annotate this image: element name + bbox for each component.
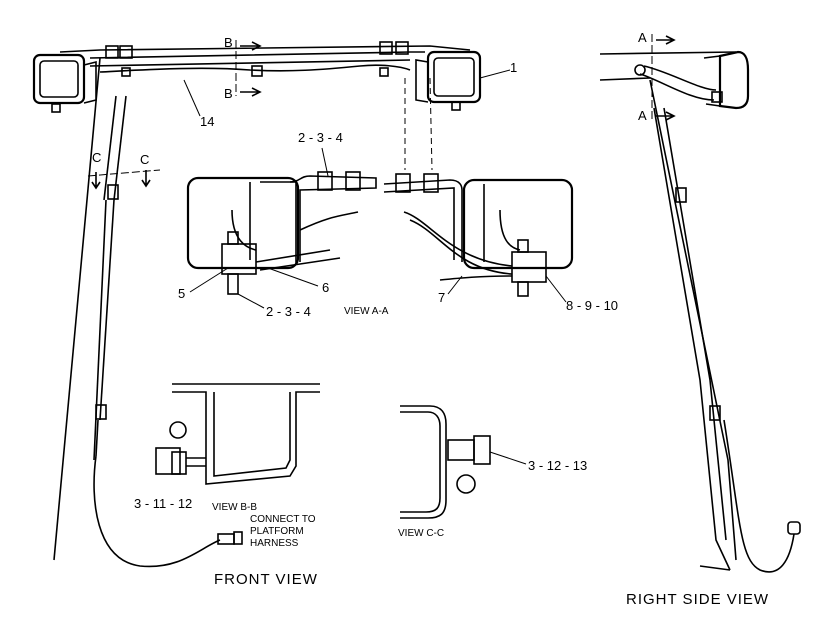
callout-2-3-4-top: 2 - 3 - 4	[298, 130, 343, 145]
callout-2-3-4-bottom: 2 - 3 - 4	[266, 304, 311, 319]
right-side-view-title: RIGHT SIDE VIEW	[626, 591, 769, 608]
front-light-bar	[32, 41, 482, 171]
view-cc-title: VIEW C-C	[398, 528, 444, 539]
view-bb-detail	[155, 383, 320, 485]
right-lamp	[426, 50, 482, 104]
callout-7: 7	[438, 290, 445, 305]
section-a-bottom: A	[638, 108, 647, 123]
note-line-2: PLATFORM	[250, 526, 304, 537]
view-aa-title: VIEW A-A	[344, 306, 389, 317]
section-b-bottom: B	[224, 86, 233, 101]
section-c-left: C	[92, 150, 101, 165]
front-view-title: FRONT VIEW	[214, 571, 318, 588]
callout-3-11-12: 3 - 11 - 12	[134, 496, 192, 511]
note-line-3: HARNESS	[250, 538, 299, 549]
callout-14: 14	[200, 114, 214, 129]
note-line-1: CONNECT TO	[250, 514, 316, 525]
section-c-right: C	[140, 152, 149, 167]
callout-8-9-10: 8 - 9 - 10	[566, 298, 618, 313]
connector-front	[217, 533, 235, 545]
callout-1: 1	[510, 60, 517, 75]
callout-6: 6	[322, 280, 329, 295]
view-aa-left-lamp	[186, 171, 377, 295]
section-a-top: A	[638, 30, 647, 45]
right-side-view-drawing	[599, 34, 801, 573]
view-cc-detail	[400, 405, 491, 519]
callout-5: 5	[178, 286, 185, 301]
front-post	[53, 57, 243, 568]
view-bb-title: VIEW B-B	[212, 502, 257, 513]
left-lamp	[32, 53, 86, 105]
callout-3-12-13: 3 - 12 - 13	[528, 458, 587, 473]
view-aa-right-lamp	[383, 173, 574, 297]
section-b-line: B B	[224, 35, 262, 101]
section-b-top: B	[224, 35, 233, 50]
section-c-line: C C	[87, 150, 161, 190]
